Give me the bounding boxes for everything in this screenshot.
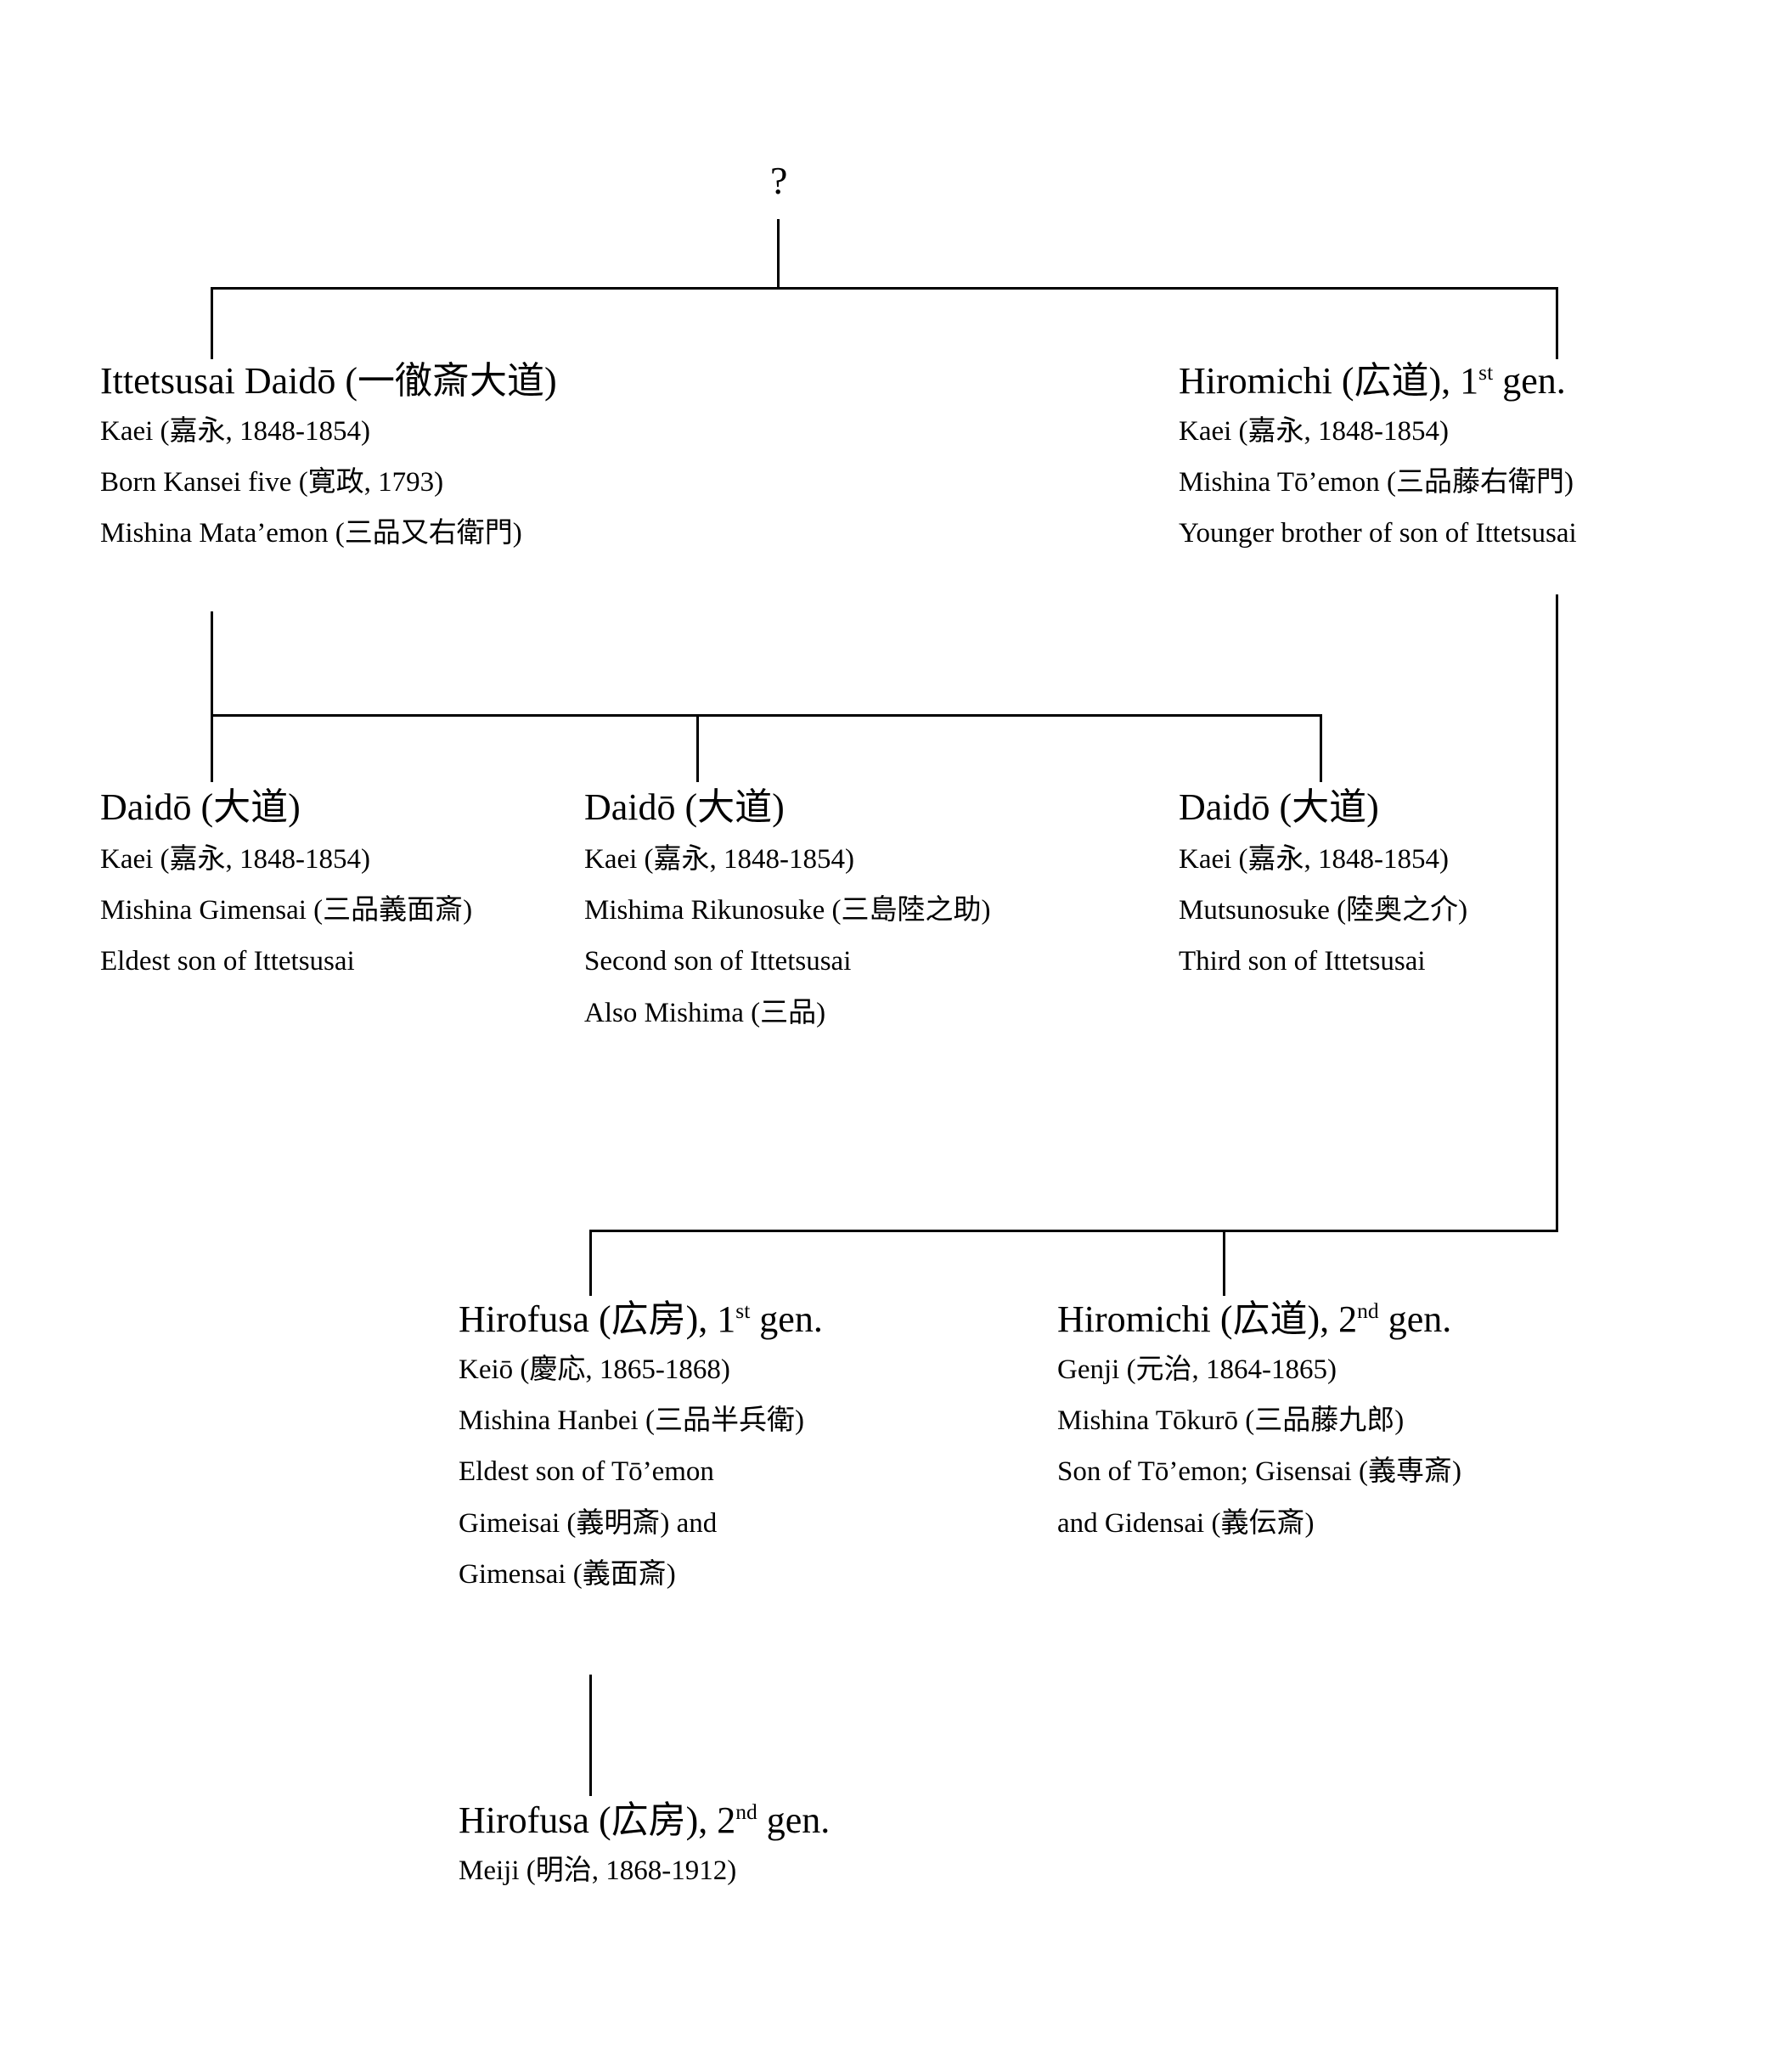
node-hiromichi-2nd-gen-name-ordinal-suffix: nd bbox=[1357, 1298, 1379, 1324]
node-ittetsusai-daido-detail-alias: Mishina Mata’emon (三品又右衛門) bbox=[100, 518, 522, 549]
node-hirofusa-1st-gen-name-tail: gen. bbox=[750, 1298, 823, 1340]
node-daido-second-son: Daidō (大道) Kaei (嘉永, 1848-1854) Mishima … bbox=[584, 785, 990, 1029]
node-hirofusa-1st-gen-detail-relation: Eldest son of Tō’emon bbox=[459, 1456, 714, 1488]
node-hirofusa-2nd-gen-name-ordinal-suffix: nd bbox=[735, 1799, 757, 1825]
node-hiromichi-2nd-gen-name-main: Hiromichi (広道), 2 bbox=[1057, 1298, 1358, 1340]
node-hiromichi-2nd-gen-detail-relation: Son of Tō’emon; Gisensai (義専斎) bbox=[1057, 1456, 1462, 1488]
node-daido-eldest-son: Daidō (大道) Kaei (嘉永, 1848-1854) Mishina … bbox=[100, 785, 472, 978]
connector-generation1-drop-right bbox=[1556, 287, 1558, 359]
node-daido-second-son-detail-relation: Second son of Ittetsusai bbox=[584, 946, 852, 977]
node-hirofusa-1st-gen-name: Hirofusa (広房), 1st gen. bbox=[459, 1298, 823, 1342]
node-hirofusa-1st-gen-detail-alias: Mishina Hanbei (三品半兵衛) bbox=[459, 1405, 804, 1437]
node-hirofusa-2nd-gen-name-main: Hirofusa (広房), 2 bbox=[459, 1799, 736, 1841]
node-hiromichi-2nd-gen: Hiromichi (広道), 2nd gen. Genji (元治, 1864… bbox=[1057, 1298, 1461, 1558]
node-daido-second-son-detail-also: Also Mishima (三品) bbox=[584, 997, 826, 1028]
root-unknown-ancestor-label: ? bbox=[770, 159, 788, 202]
node-hirofusa-2nd-gen: Hirofusa (広房), 2nd gen. Meiji (明治, 1868-… bbox=[459, 1799, 830, 1906]
node-hiromichi-2nd-gen-name: Hiromichi (広道), 2nd gen. bbox=[1057, 1298, 1461, 1342]
node-hiromichi-2nd-gen-detail-art-name: and Gidensai (義伝斎) bbox=[1057, 1507, 1315, 1539]
connector-hirofusa-1st-to-2nd bbox=[589, 1675, 592, 1796]
node-hiromichi-2nd-gen-name-tail: gen. bbox=[1378, 1298, 1452, 1340]
node-hiromichi-2nd-gen-detail-era: Genji (元治, 1864-1865) bbox=[1057, 1354, 1337, 1385]
connector-generation3-bar bbox=[589, 1230, 1558, 1232]
node-hiromichi-1st-gen-detail-relation: Younger brother of son of Ittetsusai bbox=[1179, 518, 1577, 549]
node-daido-second-son-detail-alias: Mishima Rikunosuke (三島陸之助) bbox=[584, 895, 991, 926]
node-daido-eldest-son-detail-relation: Eldest son of Ittetsusai bbox=[100, 946, 355, 977]
node-hirofusa-2nd-gen-name: Hirofusa (広房), 2nd gen. bbox=[459, 1799, 830, 1843]
node-ittetsusai-daido-name: Ittetsusai Daidō (一徹斎大道) bbox=[100, 360, 557, 402]
node-hirofusa-2nd-gen-name-tail: gen. bbox=[757, 1799, 831, 1841]
node-daido-third-son-detail-relation: Third son of Ittetsusai bbox=[1179, 946, 1426, 977]
connector-generation3-drop-left bbox=[589, 1230, 592, 1296]
node-daido-third-son-detail-era: Kaei (嘉永, 1848-1854) bbox=[1179, 843, 1450, 875]
connector-generation2-bar bbox=[211, 714, 1322, 717]
node-daido-eldest-son-detail-alias: Mishina Gimensai (三品義面斎) bbox=[100, 895, 473, 926]
node-ittetsusai-daido-detail-era: Kaei (嘉永, 1848-1854) bbox=[100, 415, 371, 447]
connector-generation2-drop-1 bbox=[211, 714, 213, 782]
node-hiromichi-1st-gen-name-tail: gen. bbox=[1493, 360, 1566, 402]
connector-generation1-drop-left bbox=[211, 287, 213, 359]
node-hiromichi-1st-gen-detail-era: Kaei (嘉永, 1848-1854) bbox=[1179, 415, 1450, 447]
connector-generation1-bar bbox=[211, 287, 1558, 290]
node-daido-third-son-detail-alias: Mutsunosuke (陸奥之介) bbox=[1179, 895, 1468, 926]
connector-generation3-drop-right bbox=[1223, 1230, 1225, 1296]
connector-hiromichi-1st-gen-descent bbox=[1556, 594, 1558, 1232]
connector-generation2-drop-2 bbox=[696, 714, 699, 782]
connector-root-stem bbox=[777, 219, 780, 289]
connector-generation2-drop-3 bbox=[1320, 714, 1322, 782]
node-daido-second-son-name: Daidō (大道) bbox=[584, 786, 785, 828]
node-hirofusa-1st-gen-name-ordinal-suffix: st bbox=[735, 1298, 751, 1324]
node-daido-eldest-son-detail-era: Kaei (嘉永, 1848-1854) bbox=[100, 843, 371, 875]
node-hiromichi-2nd-gen-detail-alias: Mishina Tōkurō (三品藤九郎) bbox=[1057, 1405, 1405, 1437]
node-hirofusa-2nd-gen-detail-era: Meiji (明治, 1868-1912) bbox=[459, 1855, 737, 1886]
node-daido-third-son-name: Daidō (大道) bbox=[1179, 786, 1379, 828]
node-ittetsusai-daido: Ittetsusai Daidō (一徹斎大道) Kaei (嘉永, 1848-… bbox=[100, 359, 557, 569]
node-hiromichi-1st-gen-name-ordinal-suffix: st bbox=[1478, 360, 1494, 386]
node-ittetsusai-daido-detail-birth: Born Kansei five (寛政, 1793) bbox=[100, 467, 444, 498]
connector-ittetsusai-stem bbox=[211, 611, 213, 716]
node-hirofusa-1st-gen-detail-era: Keiō (慶応, 1865-1868) bbox=[459, 1354, 730, 1385]
node-daido-eldest-son-name: Daidō (大道) bbox=[100, 786, 301, 828]
node-hiromichi-1st-gen-detail-alias: Mishina Tō’emon (三品藤右衛門) bbox=[1179, 467, 1574, 498]
node-hiromichi-1st-gen-name: Hiromichi (広道), 1st gen. bbox=[1179, 359, 1577, 403]
node-hiromichi-1st-gen-name-main: Hiromichi (広道), 1 bbox=[1179, 360, 1479, 402]
node-hirofusa-1st-gen: Hirofusa (広房), 1st gen. Keiō (慶応, 1865-1… bbox=[459, 1298, 823, 1609]
node-hirofusa-1st-gen-detail-art-name-1: Gimeisai (義明斎) and bbox=[459, 1507, 718, 1539]
node-daido-third-son: Daidō (大道) Kaei (嘉永, 1848-1854) Mutsunos… bbox=[1179, 785, 1467, 978]
node-hirofusa-1st-gen-name-main: Hirofusa (広房), 1 bbox=[459, 1298, 736, 1340]
node-daido-second-son-detail-era: Kaei (嘉永, 1848-1854) bbox=[584, 843, 855, 875]
node-hirofusa-1st-gen-detail-art-name-2: Gimensai (義面斎) bbox=[459, 1558, 676, 1590]
node-hiromichi-1st-gen: Hiromichi (広道), 1st gen. Kaei (嘉永, 1848-… bbox=[1179, 359, 1577, 550]
